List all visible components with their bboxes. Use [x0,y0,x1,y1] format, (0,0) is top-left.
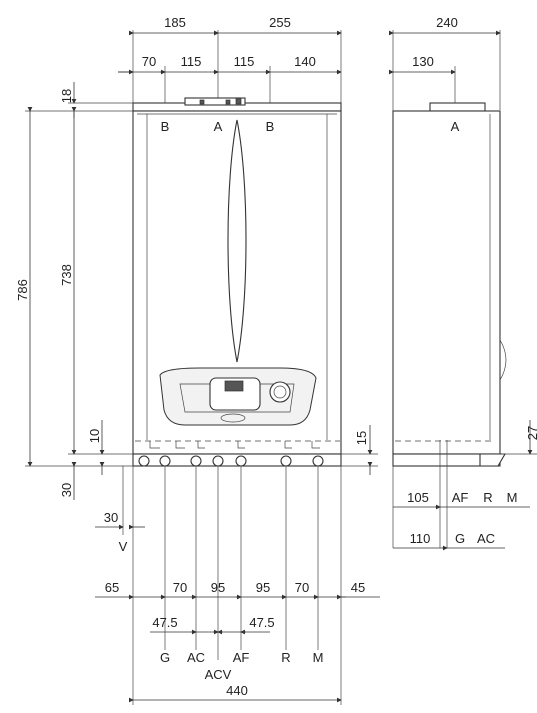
dim-140: 140 [294,54,316,69]
dim-185: 185 [164,15,186,30]
dim-70-bottom-left: 70 [173,580,187,595]
dim-115-left: 115 [181,54,202,69]
label-ac: AC [187,650,205,665]
dim-95-left: 95 [211,580,225,595]
dim-110: 110 [410,531,431,546]
side-label-g: G [455,531,465,546]
dim-105: 105 [407,490,429,505]
label-b-left: B [161,119,170,134]
side-label-af: AF [452,490,469,505]
dim-65: 65 [105,580,119,595]
dim-786: 786 [15,279,30,301]
dim-70-bottom-right: 70 [295,580,309,595]
dim-115-right: 115 [234,54,255,69]
label-r: R [281,650,290,665]
dim-130: 130 [412,54,434,69]
label-a-top: A [214,119,223,134]
side-label-m: M [507,490,518,505]
dim-47-5-left: 47.5 [152,615,177,630]
label-a-side: A [451,119,460,134]
front-view: 185 255 70 115 115 140 [15,15,380,705]
label-v: V [119,539,128,554]
label-g: G [160,650,170,665]
dim-10: 10 [87,429,102,443]
dim-15: 15 [354,431,369,445]
dim-240: 240 [436,15,458,30]
dim-18: 18 [59,89,74,103]
dim-255: 255 [269,15,291,30]
dim-47-5-right: 47.5 [249,615,274,630]
dim-27: 27 [525,426,537,440]
label-b-right: B [266,119,275,134]
label-acv: ACV [205,667,232,682]
dim-738: 738 [59,264,74,286]
dim-95-right: 95 [256,580,270,595]
dim-30-left: 30 [59,483,74,497]
label-af: AF [233,650,250,665]
dim-30-v: 30 [104,510,118,525]
label-m: M [313,650,324,665]
dim-70-top: 70 [142,54,156,69]
side-label-r: R [483,490,492,505]
side-view: 240 130 A 27 105 AF R M 110 G AC [389,15,537,551]
dim-440: 440 [226,683,248,698]
dim-45: 45 [351,580,365,595]
side-label-ac: AC [477,531,495,546]
